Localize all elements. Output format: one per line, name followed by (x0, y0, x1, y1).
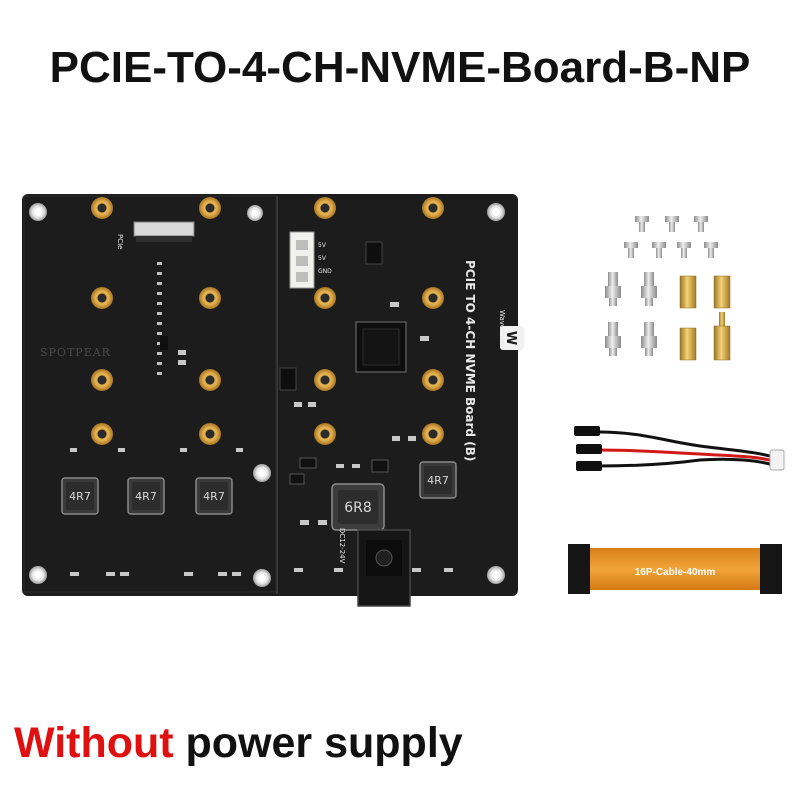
brand-silkscreen: Waveshare (498, 310, 506, 349)
pin-label-5v-a: 5V (318, 242, 327, 249)
inductor-1: 4R7 (61, 477, 99, 515)
svg-text:4R7: 4R7 (203, 490, 225, 503)
inductor-4: 4R7 (419, 461, 457, 499)
svg-text:4R7: 4R7 (427, 474, 449, 487)
svg-text:4R7: 4R7 (135, 490, 157, 503)
pin-label-gnd: GND (318, 268, 332, 275)
controller-chip (355, 321, 407, 373)
ribbon-cable-label: 16P-Cable-40mm (635, 567, 716, 578)
small-ic (365, 241, 383, 265)
watermark-text: SPOTPEAR (40, 346, 111, 359)
board-silkscreen-name: PCIE TO 4-CH NVME Board (B) (463, 260, 477, 461)
power-pin-header: 5V 5V GND (289, 231, 332, 289)
dc-power-jack: DC12-24V (338, 528, 411, 607)
board-mounting-holes (29, 203, 505, 587)
svg-text:4R7: 4R7 (69, 490, 91, 503)
waveshare-logo: W (500, 326, 524, 350)
pin-label-5v-b: 5V (318, 255, 327, 262)
pcie-fpc-connector: PCIe (116, 221, 195, 249)
footer-rest: power supply (173, 719, 463, 767)
inductor-2: 4R7 (127, 477, 165, 515)
pcb-board (22, 194, 518, 596)
inductor-3: 4R7 (195, 477, 233, 515)
svg-text:6R8: 6R8 (344, 500, 372, 516)
small-ic-2 (279, 367, 297, 391)
dc-label: DC12-24V (338, 528, 346, 564)
inductor-large: 6R8 (331, 483, 385, 531)
m2-gold-pads (91, 197, 444, 445)
page-title: PCIE-TO-4-CH-NVME-Board-B-NP (49, 43, 751, 92)
component-column (157, 262, 168, 375)
footer-highlight: Without (14, 719, 174, 767)
screw-set (624, 216, 718, 258)
standoff-set (605, 272, 731, 361)
power-cable (574, 426, 785, 471)
pcie-label: PCIe (116, 234, 124, 249)
ribbon-cable: 16P-Cable-40mm (568, 544, 782, 594)
svg-text:W: W (503, 331, 518, 345)
footer-caption: Without power supply (14, 716, 463, 770)
smd-components (70, 302, 453, 576)
